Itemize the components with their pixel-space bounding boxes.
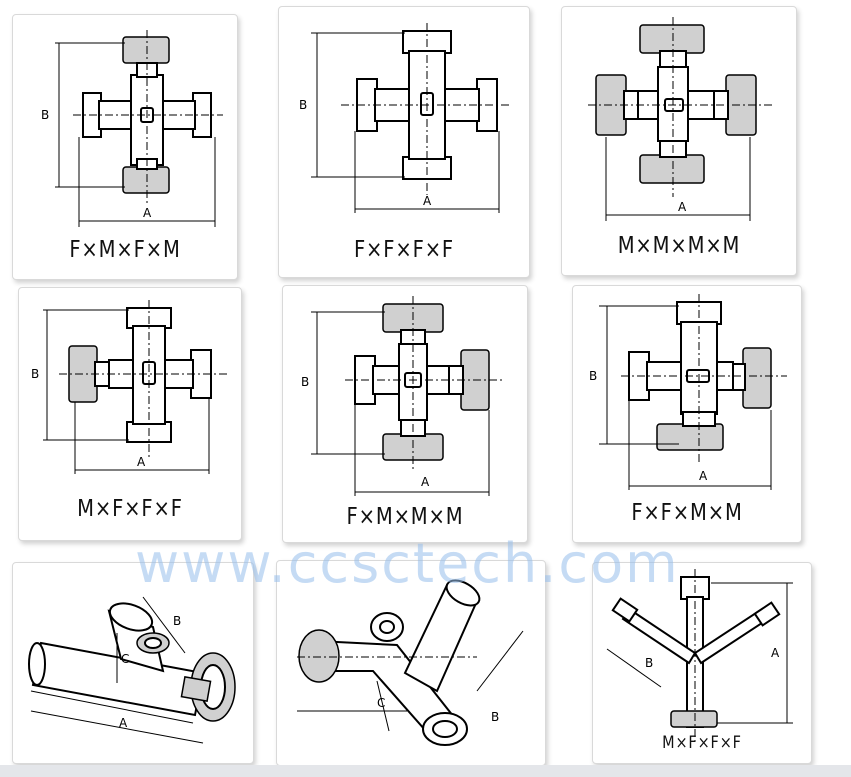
fitting-caption: M×F×F×F [77,496,183,522]
dimension-b-label: B [491,710,499,724]
dimension-b-label: B [645,656,653,670]
fitting-card-wye: A B M×F×F×F [592,562,812,764]
fitting-card-ffff: B A F×F×F×F [278,6,530,278]
dimension-a-label: A [137,455,146,469]
fitting-drawing: B A [31,300,229,474]
fitting-caption: F×F×F×F [353,237,455,263]
fitting-card-mfff: B A M×F×F×F [18,287,242,541]
fitting-card-fmmm: B A F×M×M×M [282,285,528,543]
fitting-caption: F×F×M×M [631,500,743,526]
dimension-b-label: B [301,375,309,389]
dimension-c-label: C [121,652,129,666]
fitting-card-isometric-2: C B [276,560,546,766]
fitting-caption: M×M×M×M [617,233,741,259]
fitting-card-ffmm: B A F×F×M×M [572,285,802,543]
dimension-b-label: B [589,369,597,383]
fitting-drawing: A B [606,569,793,743]
fitting-card-fmfm: B A F×M×F×M [12,14,238,280]
fitting-card-mmmm: A M×M×M×M [561,6,797,276]
fitting-card-isometric-1: A B C [12,562,254,764]
dimension-b-label: B [299,98,307,112]
fitting-drawing: B A [589,294,787,490]
dimension-c-label: C [377,696,385,710]
dimension-a-label: A [771,646,780,660]
dimension-a-label: A [423,194,432,208]
fitting-drawing: A B C [28,596,236,744]
bottom-strip [0,765,851,777]
fitting-caption: F×M×F×M [69,237,181,263]
fitting-caption: F×M×M×M [346,504,464,530]
fitting-drawing: C B [297,579,524,746]
fitting-drawing: B A [41,30,223,227]
dimension-a-label: A [678,200,687,214]
dimension-b-label: B [173,614,181,628]
dimension-b-label: B [41,108,49,122]
dimension-a-label: A [421,475,430,489]
dimension-a-label: A [699,469,708,483]
dimension-b-label: B [31,367,39,381]
fitting-caption: M×F×F×F [662,733,742,753]
fitting-drawing: A [588,17,772,221]
dimension-a-label: A [119,716,128,730]
dimension-a-label: A [143,206,152,220]
fitting-drawing: B A [299,23,509,213]
fitting-drawing: B A [301,296,505,496]
